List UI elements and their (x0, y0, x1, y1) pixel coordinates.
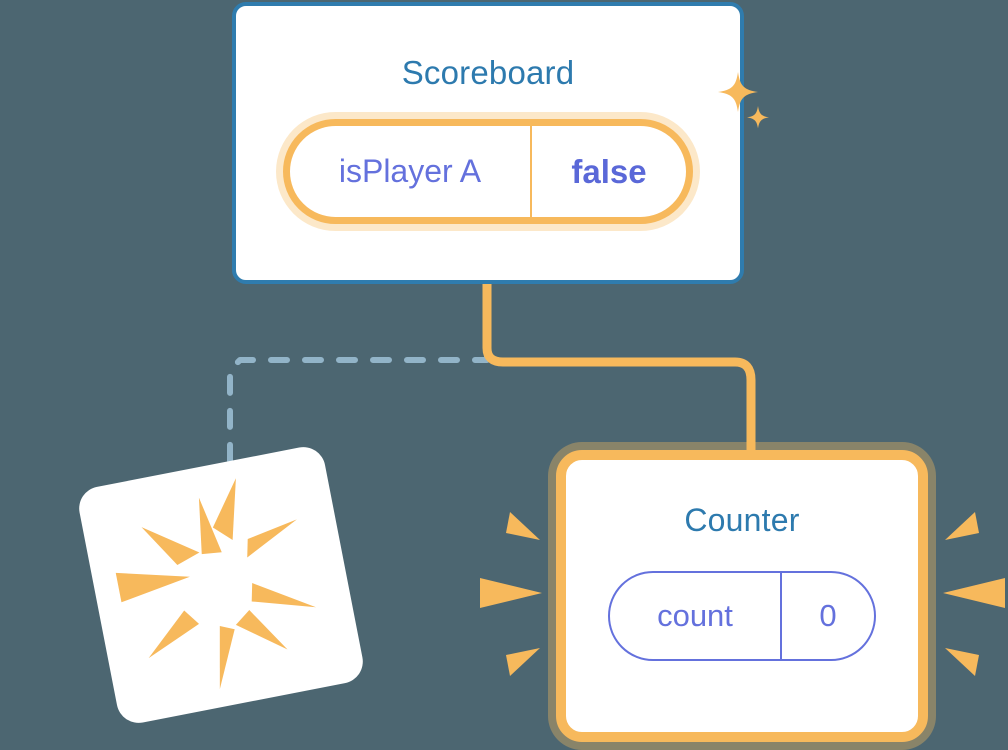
scoreboard-pill-wrap: isPlayer A false (236, 72, 769, 224)
scoreboard-state-value: false (571, 152, 647, 190)
solid-connector-path (482, 284, 756, 470)
burst-ray-icon (198, 497, 222, 555)
counter-title: Counter (684, 502, 800, 538)
counter-state-pill[interactable]: count 0 (608, 571, 876, 661)
ray-icon (480, 578, 542, 608)
counter-card[interactable]: Counter count 0 (556, 450, 928, 742)
ray-icon (945, 648, 979, 676)
scoreboard-title: Scoreboard (401, 54, 575, 91)
burst-ray-icon (212, 478, 236, 540)
ray-icon (506, 512, 540, 540)
ray-icon (506, 648, 540, 676)
burst-ray-icon (115, 572, 190, 603)
burst-ray-icon (235, 610, 288, 650)
scoreboard-card[interactable]: Scoreboard isPlayer A false (232, 2, 769, 284)
burst-effect (115, 478, 316, 690)
burst-ray-icon (148, 610, 200, 659)
counter-state-key: count (610, 573, 782, 659)
burst-ray-icon (247, 519, 297, 558)
left-burst-rays (480, 512, 542, 676)
counter-state-value: 0 (819, 598, 837, 633)
burst-ray-icon (251, 583, 316, 608)
scoreboard-state-pill[interactable]: isPlayer A false (283, 119, 693, 224)
burst-ray-icon (219, 625, 235, 690)
ray-icon (943, 578, 1005, 608)
right-burst-rays (943, 512, 1005, 676)
burst-ray-icon (141, 527, 200, 565)
blank-card[interactable] (75, 443, 367, 727)
ray-icon (945, 512, 979, 540)
scoreboard-state-key: isPlayer A (290, 126, 532, 217)
